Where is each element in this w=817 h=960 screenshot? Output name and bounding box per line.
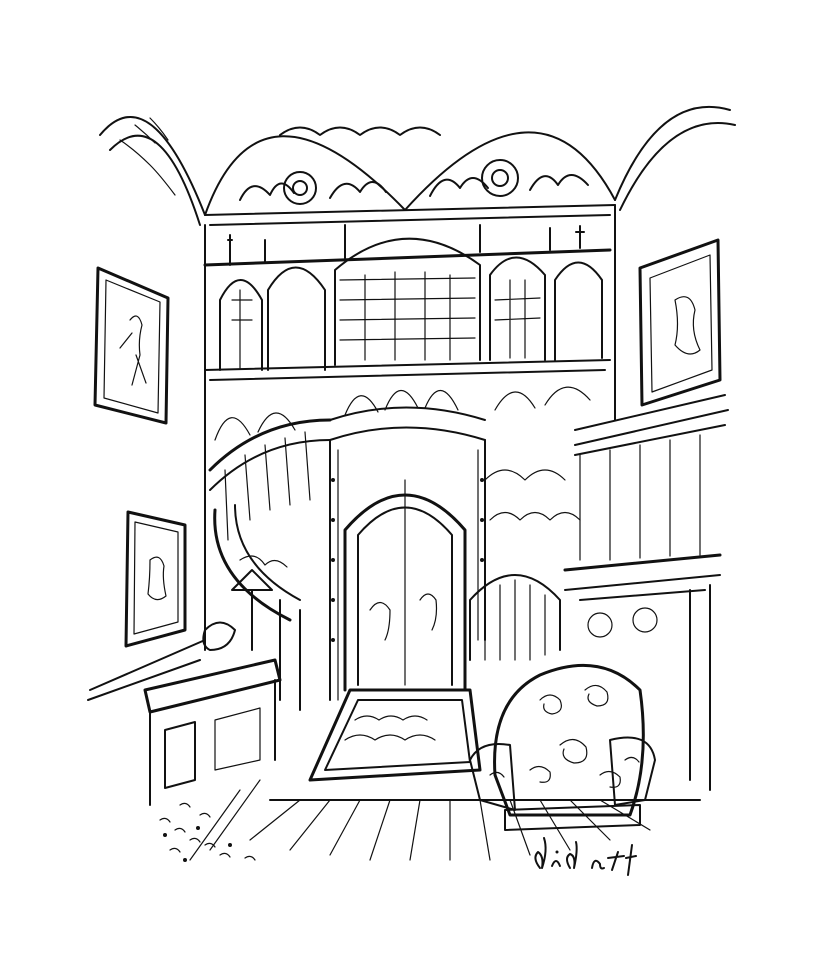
side-table xyxy=(143,658,282,806)
painting-right xyxy=(638,238,722,407)
painting-left-upper xyxy=(93,266,170,425)
patterned-rug xyxy=(308,688,482,782)
vaulted-ceiling xyxy=(99,105,736,226)
gothic-tower xyxy=(203,224,612,701)
table-lamp xyxy=(202,569,273,651)
armchair xyxy=(469,663,656,831)
spiral-staircase xyxy=(208,418,332,711)
wooden-floor xyxy=(189,779,701,861)
alcove-arch xyxy=(469,469,581,661)
right-balcony xyxy=(563,424,726,791)
scattered-leaves xyxy=(159,802,256,862)
left-wall xyxy=(87,224,206,701)
artist-signature xyxy=(534,837,637,876)
painting-left-lower xyxy=(124,510,187,648)
right-wall xyxy=(574,204,729,446)
